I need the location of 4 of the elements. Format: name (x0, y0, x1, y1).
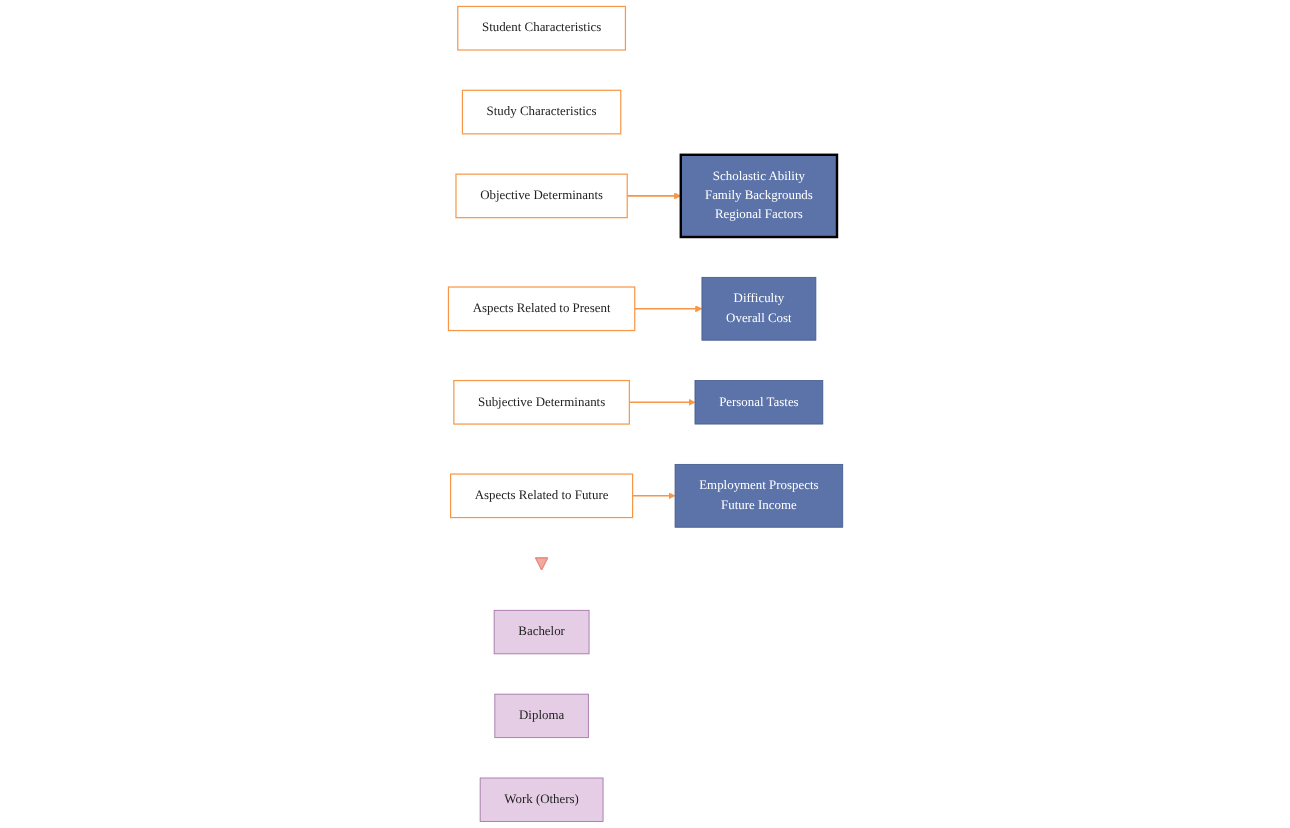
arrow (625, 192, 681, 200)
arrow (627, 398, 695, 406)
arrow (631, 492, 675, 500)
arrow (633, 305, 702, 313)
